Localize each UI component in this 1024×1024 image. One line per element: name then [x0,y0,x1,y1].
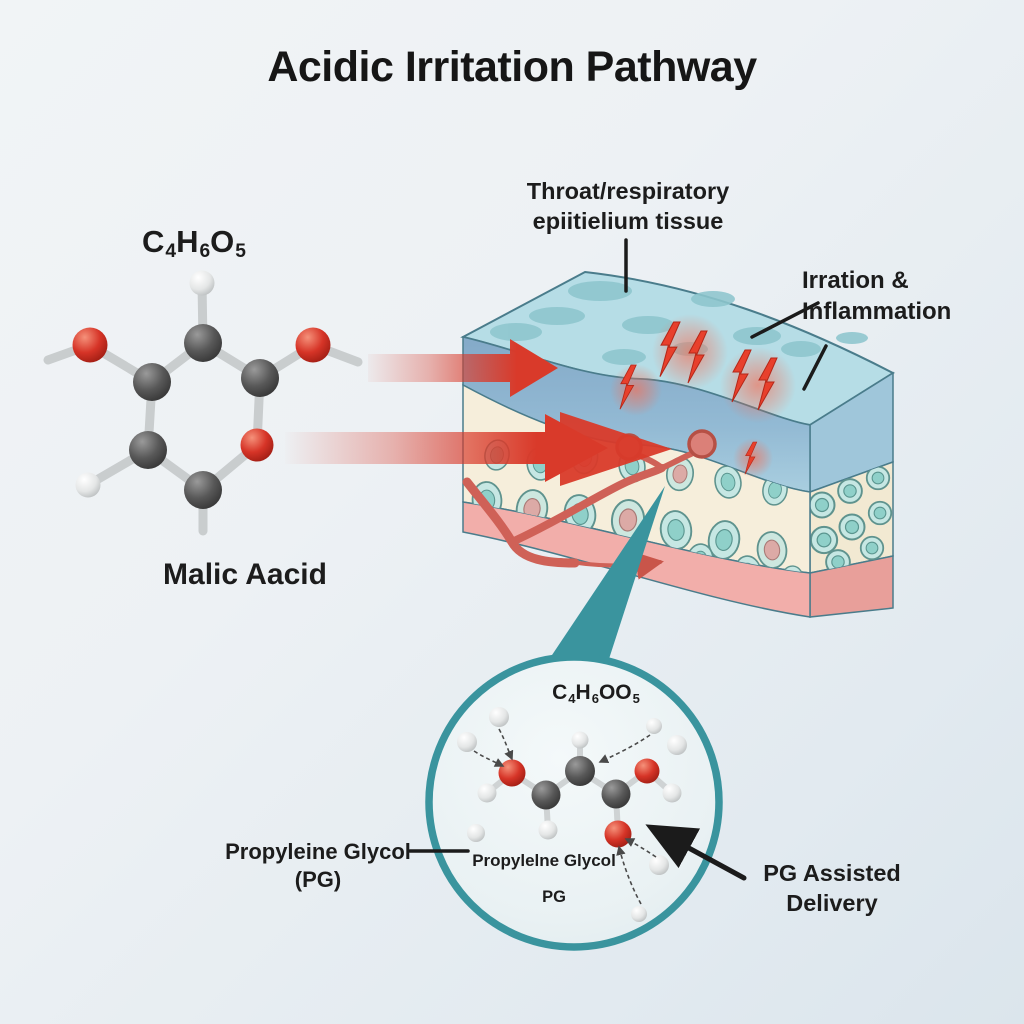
oxygen-atom [295,327,331,363]
malic-acid-name: Malic Aacid [163,558,327,591]
magnifier-callout [408,486,747,951]
oxygen-atom [498,759,526,787]
formula-subscript: 6 [591,690,599,706]
irritation-pointer-1 [750,301,820,339]
hydrogen-atom [538,820,558,840]
pg-delivery-arrow [645,824,747,881]
irritation-label: Irration & Inflammation [802,266,1022,327]
lower-red-arrow [285,414,608,482]
formula-symbol: OO [598,681,632,704]
formula-subscript: 5 [632,690,640,706]
carbon-atom [184,324,222,362]
malic-acid-formula: C4H6O5 [142,222,246,265]
hydrogen-atom [189,270,215,296]
pg-delivery-label-line2: Delivery [786,890,878,917]
formula-symbol: H [176,224,199,259]
pointer-lines [624,238,828,391]
oxygen-atom [634,758,660,784]
hydrogen-atom [75,472,101,498]
irritation-bolts [610,314,796,478]
diagram-title: Acidic Irritation Pathway [267,43,757,91]
formula-subscript: 4 [568,690,576,706]
pg-left-label-line2: (PG) [294,867,342,893]
tissue-label-line1: Throat/respiratory [526,178,730,204]
formula-subscript: 4 [165,241,177,263]
malic-acid-molecule [43,270,363,536]
magnifier-inner-abbr: PG [542,888,566,906]
oxygen-atom [604,820,632,848]
pg-left-label: Propyleine Glycol (PG) [218,838,418,894]
oxygen-atom [72,327,108,363]
upper-red-arrow [368,339,558,397]
molecule-atoms [72,270,331,509]
tissue-label-line2: epiitielium tissue [532,208,724,235]
carbon-atom [531,780,561,810]
carbon-atom [129,431,167,469]
oxygen-atom [240,428,274,462]
pathway-arrows [285,339,672,486]
irritation-pointer-2 [802,344,828,391]
pg-delivery-label-line1: PG Assisted [763,860,901,886]
carbon-atom [133,363,171,401]
formula-symbol: C [142,224,165,259]
carbon-atom [601,779,631,809]
magnifier-circle [425,653,723,951]
magnified-formula: C4H6OO5 [520,680,672,707]
carbon-atom [241,359,279,397]
carbon-atom [565,756,595,786]
pg-delivery-label: PG Assisted Delivery [742,858,922,918]
formula-symbol: C [552,681,568,704]
pg-left-label-line1: Propyleine Glycol [225,839,411,864]
lower-red-arrow-second-head [560,412,672,486]
formula-symbol: O [210,224,235,259]
irritation-label-line2: Inflammation [802,297,952,325]
formula-subscript: 5 [235,241,246,263]
carbon-atom [184,471,222,509]
hydrogen-atom [477,783,497,803]
magnifier-cone [542,486,665,670]
formula-subscript: 6 [199,241,211,263]
irritation-label-line1: Irration & [802,267,909,294]
formula-symbol: H [575,681,591,704]
hydrogen-atom [662,783,682,803]
magnifier-inner-name: Propylelne Glycol [472,851,616,870]
tissue-label: Throat/respiratory epiitielium tissue [478,176,778,236]
hydrogen-atom [571,731,589,749]
